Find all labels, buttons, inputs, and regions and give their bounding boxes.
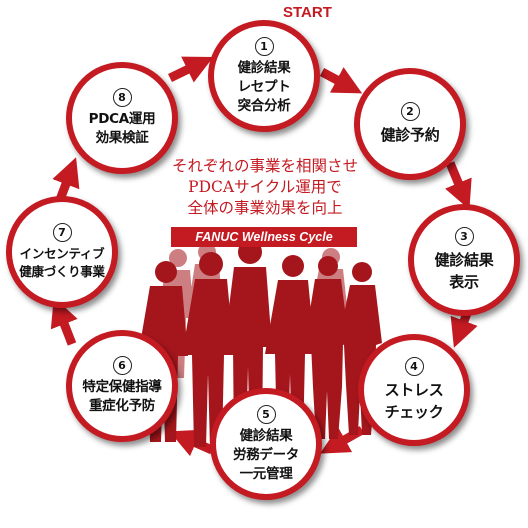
step-3-label: 健診結果 表示 bbox=[434, 251, 494, 291]
step-6-label: 特定保健指導 重症化予防 bbox=[82, 379, 162, 414]
step-7-number: 7 bbox=[52, 223, 72, 242]
step-6-node: 6 特定保健指導 重症化予防 bbox=[66, 330, 178, 442]
arrow-step2-to-step3 bbox=[445, 161, 472, 210]
cycle-name-banner: FANUC Wellness Cycle bbox=[171, 227, 357, 247]
start-label: START bbox=[283, 4, 332, 21]
step-3-number: 3 bbox=[454, 227, 474, 246]
step-2-label: 健診予約 bbox=[380, 126, 440, 144]
step-6-number: 6 bbox=[112, 356, 132, 375]
step-5-node: 5 健診結果 労務データ 一元管理 bbox=[210, 388, 322, 500]
arrow-step8-to-step1 bbox=[168, 56, 214, 83]
step-7-node: 7 インセンティブ 健康づくり事業 bbox=[6, 196, 118, 308]
step-5-label: 健診結果 労務データ 一元管理 bbox=[233, 427, 299, 482]
step-8-label: PDCA運用 効果検証 bbox=[88, 111, 156, 146]
step-3-node: 3 健診結果 表示 bbox=[408, 204, 520, 316]
step-4-label: ストレス チェック bbox=[384, 381, 444, 421]
step-1-number: 1 bbox=[254, 36, 274, 56]
step-7-label: インセンティブ 健康づくり事業 bbox=[19, 246, 105, 279]
step-4-node: 4 ストレス チェック bbox=[358, 334, 470, 446]
step-1-node: 1 健診結果 レセプト 突合分析 bbox=[208, 20, 320, 132]
step-2-node: 2 健診予約 bbox=[354, 68, 466, 180]
step-4-number: 4 bbox=[404, 357, 424, 376]
step-8-node: 8 PDCA運用 効果検証 bbox=[66, 62, 178, 174]
step-8-number: 8 bbox=[112, 88, 132, 107]
step-2-number: 2 bbox=[400, 102, 420, 121]
arrow-step1-to-step2 bbox=[319, 67, 363, 94]
cycle-tagline: それぞれの事業を相関させ PDCAサイクル運用で 全体の事業効果を向上 bbox=[171, 157, 358, 217]
step-1-label: 健診結果 レセプト 突合分析 bbox=[237, 59, 291, 114]
step-5-number: 5 bbox=[256, 404, 276, 424]
arrow-step6-to-step7 bbox=[50, 297, 78, 346]
